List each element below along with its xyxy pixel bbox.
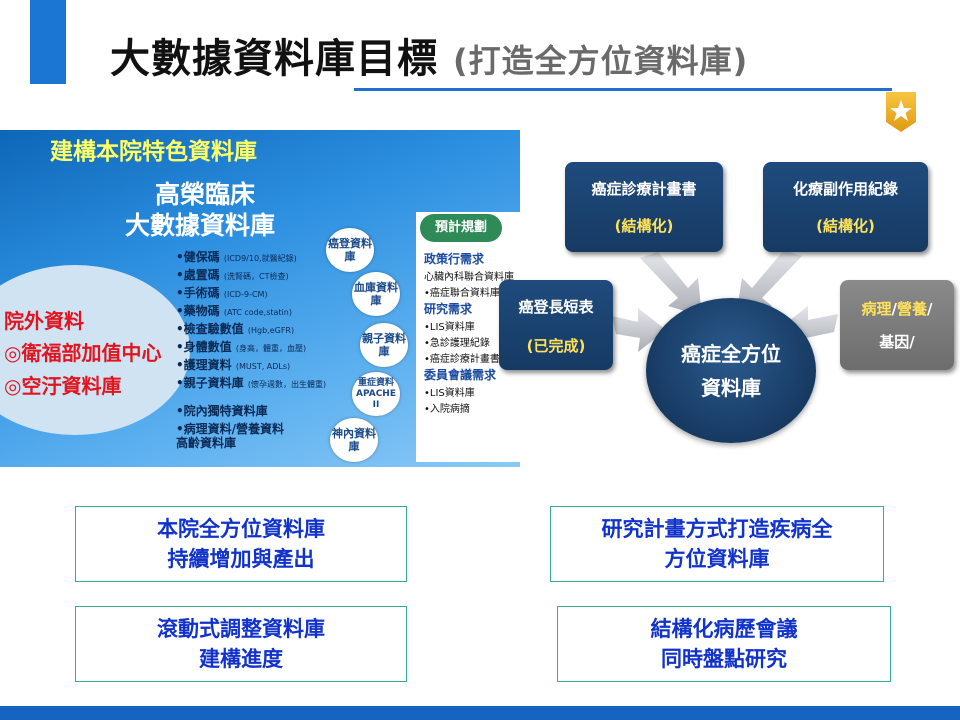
- list-item: •親子資料庫 (懷孕週數，出生體重): [176, 376, 327, 390]
- center-line1: 癌症全方位: [681, 341, 781, 366]
- external-data-item: ◎衛福部加值中心: [4, 341, 162, 365]
- title-subtitle: (打造全方位資料庫): [452, 42, 749, 80]
- plan-header: 預計規劃: [420, 214, 502, 242]
- center-line2: 資料庫: [701, 375, 761, 400]
- parent-child-db-circle: 親子資料庫: [360, 323, 408, 367]
- goal-box: 本院全方位資料庫持續增加與產出: [75, 506, 407, 582]
- plan-item: •LIS資料庫: [424, 322, 475, 333]
- registry-db-circle: 癌登資料庫: [326, 228, 374, 272]
- pathology-nutrition-box: 病理/營養/ 基因/: [840, 280, 954, 370]
- database-overview-panel: 建構本院特色資料庫 高榮臨床 大數據資料庫 院外資料 ◎衛福部加值中心 ◎空汙資…: [0, 130, 520, 467]
- arrow-from-plan: [640, 252, 702, 316]
- list-item: •處置碼 (洗腎碼，CT檢查): [176, 268, 289, 282]
- neurology-db-circle: 神內資料庫: [330, 418, 378, 462]
- plan-item: 政策行需求: [424, 252, 485, 266]
- left-accent-bar: [30, 0, 66, 84]
- goal-box: 滾動式調整資料庫建構進度: [75, 606, 407, 682]
- list-item: •身體數值 (身高，體重，血壓): [176, 340, 307, 354]
- external-data-title: 院外資料: [4, 309, 84, 333]
- external-data-item: ◎空汙資料庫: [4, 374, 122, 398]
- plan-item: 心臟內科聯合資料庫: [424, 272, 514, 283]
- page-title: 大數據資料庫目標 (打造全方位資料庫): [110, 26, 748, 84]
- cancer-plan-box: 癌症診療計畫書 (結構化): [565, 162, 723, 252]
- star-badge-icon: [886, 92, 916, 132]
- external-data-ellipse: [0, 265, 190, 435]
- plan-item: 研究需求: [424, 302, 473, 316]
- list-item: •藥物碼 (ATC code,statin): [176, 304, 292, 318]
- plan-item: •癌症聯合資料庫: [424, 288, 500, 299]
- bottom-accent-bar: [0, 706, 960, 720]
- plan-item: •癌症診療計畫書: [424, 354, 500, 365]
- list-item: •病理資料/營養資料: [176, 422, 285, 436]
- list-item: •健保碼 (ICD9/10,就醫紀錄): [176, 250, 297, 264]
- arrow-from-registry: [612, 308, 666, 352]
- title-underline: [354, 88, 892, 91]
- plan-item: 委員會議需求: [424, 368, 497, 382]
- chemo-side-effect-box: 化療副作用紀錄 (結構化): [763, 162, 928, 252]
- list-item: •護理資料 (MUST, ADLs): [176, 358, 291, 372]
- list-item: •檢查驗數值 (Hgb,eGFR): [176, 322, 295, 336]
- list-item: •手術碼 (ICD-9-CM): [176, 286, 268, 300]
- icu-apache-circle: 重症資料 APACHE II: [352, 372, 400, 416]
- plan-item: •LIS資料庫: [424, 388, 475, 399]
- registry-form-box: 癌登長短表 (已完成): [499, 280, 613, 370]
- title-main: 大數據資料庫目標: [110, 36, 438, 82]
- panel-big-title-line1: 高榮臨床: [155, 180, 256, 209]
- plan-item: •入院病摘: [424, 404, 470, 415]
- panel-big-title-line2: 大數據資料庫: [125, 211, 276, 240]
- plan-item: •急診護理紀錄: [424, 338, 490, 349]
- goal-box: 研究計畫方式打造疾病全方位資料庫: [550, 506, 884, 582]
- list-item: 高齡資料庫: [176, 436, 237, 450]
- list-item: •院內獨特資料庫: [176, 404, 268, 418]
- goal-box: 結構化病歷會議同時盤點研究: [557, 606, 891, 682]
- blood-bank-db-circle: 血庫資料庫: [352, 272, 400, 316]
- panel-heading: 建構本院特色資料庫: [50, 139, 257, 165]
- cancer-db-center: 癌症全方位 資料庫: [646, 298, 816, 443]
